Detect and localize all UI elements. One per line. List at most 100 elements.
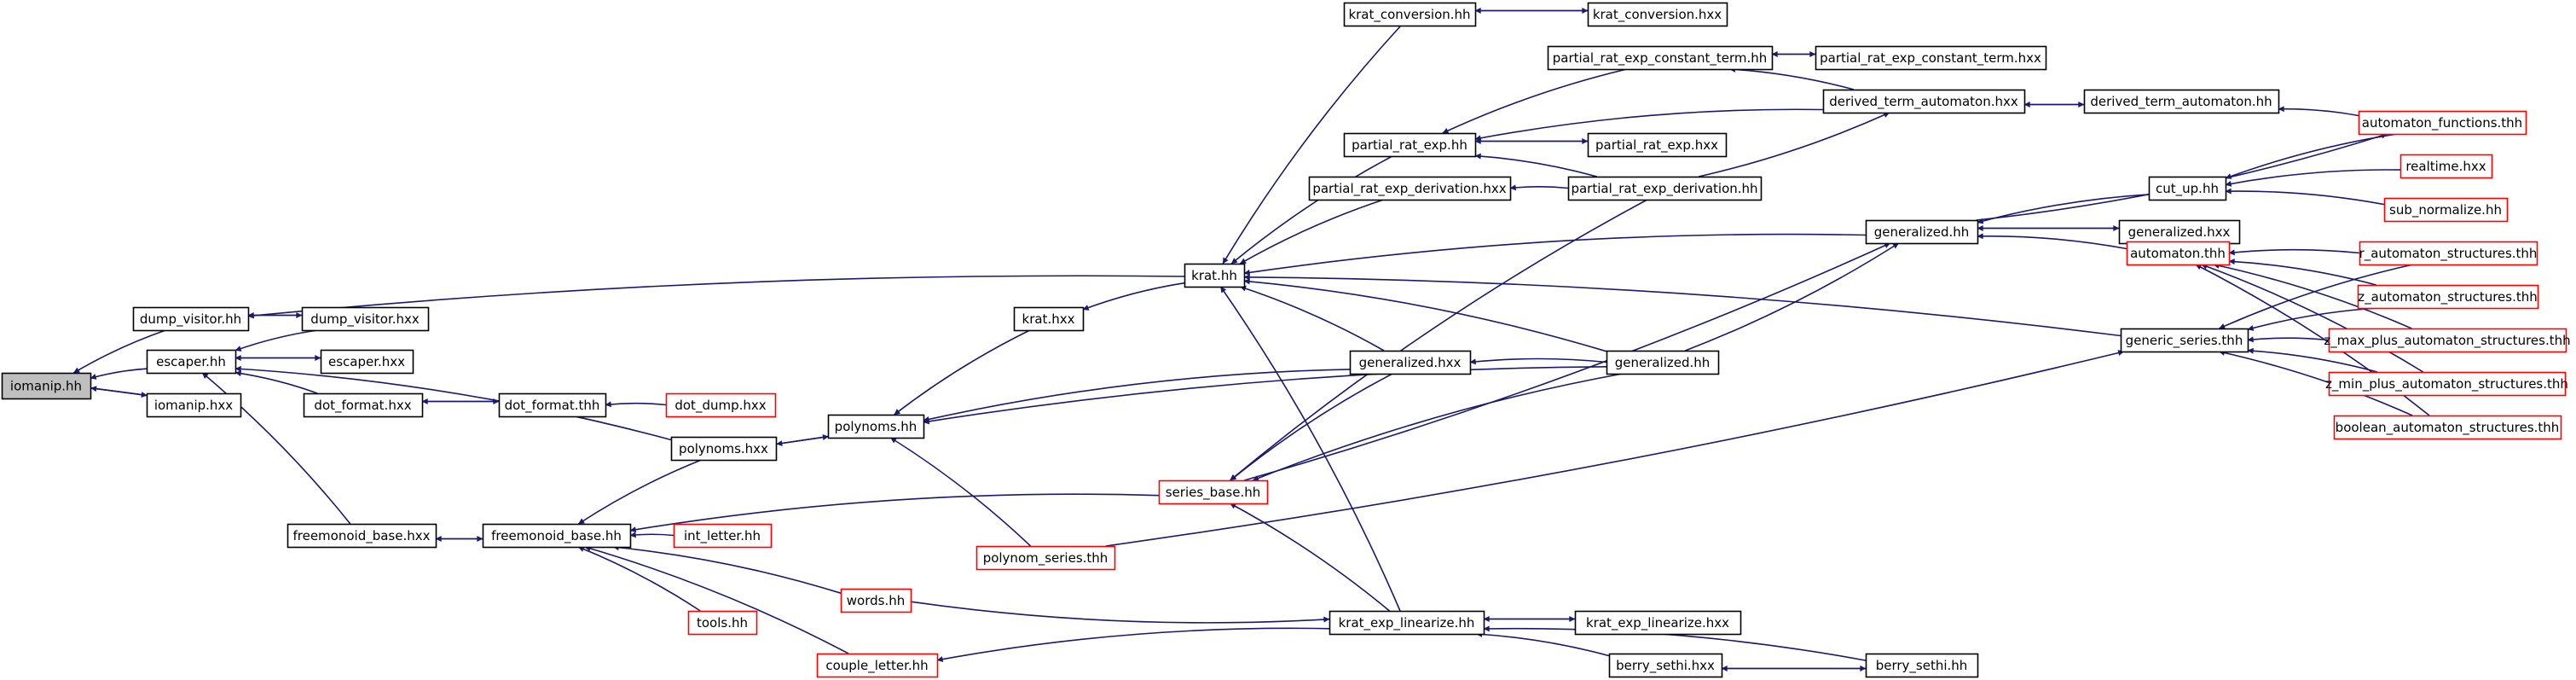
node-dot-format-thh[interactable]: dot_format.thh [498, 392, 607, 418]
edge-partial_rat_exp_derivation_hh-to-partial_rat_exp_derivation_hxx [1509, 184, 1569, 191]
edge-series_base_hh-to-generalized_hh_top [1244, 242, 1891, 481]
node-escaper-hh[interactable]: escaper.hh [146, 349, 237, 375]
node-label: automaton.thh [2130, 246, 2226, 261]
node-automaton-functions-thh[interactable]: automaton_functions.thh [2358, 110, 2527, 136]
node-box [1158, 479, 1269, 505]
node-generalized-hxx[interactable]: generalized.hxx [1349, 350, 1472, 375]
node-z-max-plus-automaton-structures-thh[interactable]: z_max_plus_automaton_structures.thh [2324, 328, 2571, 353]
node-polynoms-hxx[interactable]: polynoms.hxx [670, 436, 778, 462]
node-boolean-automaton-structures-thh[interactable]: boolean_automaton_structures.thh [2333, 415, 2562, 440]
node-box [2120, 328, 2249, 353]
node-box [1, 372, 92, 400]
node-freemonoid-base-hxx[interactable]: freemonoid_base.hxx [287, 523, 437, 549]
edge-derived_term_automaton_hxx-to-partial_rat_exp_constant_term_hh [1729, 66, 1855, 90]
node-iomanip-hxx[interactable]: iomanip.hxx [146, 392, 242, 418]
edge-r_automaton_structures_thh-to-automaton_thh [2228, 248, 2360, 256]
node-box [2118, 219, 2241, 245]
node-r-automaton-structures-thh[interactable]: r_automaton_structures.thh [2359, 241, 2538, 266]
node-dot-dump-hxx[interactable]: dot_dump.hxx [665, 392, 777, 418]
edge-krat_exp_linearize_hh-to-krat_hh [1219, 286, 1401, 612]
node-freemonoid-base-hh[interactable]: freemonoid_base.hh [482, 523, 632, 549]
edge-generalized_hh-to-krat_hh [1243, 278, 1607, 352]
node-generalized-hh[interactable]: generalized.hh [1606, 350, 1720, 375]
node-label: partial_rat_exp.hxx [1595, 137, 1718, 154]
node-krat-exp-linearize-hxx[interactable]: krat_exp_linearize.hxx [1574, 610, 1742, 636]
node-label: iomanip.hxx [154, 398, 233, 413]
node-box [1329, 610, 1485, 636]
node-label: polynoms.hh [835, 419, 918, 434]
edge-automaton_thh-to-generalized_hh_top [1977, 233, 2127, 250]
node-dump-visitor-hxx[interactable]: dump_visitor.hxx [301, 306, 430, 332]
edge-krat_hh-to-dump_visitor_hh [247, 275, 1185, 319]
node-label: partial_rat_exp_constant_term.hh [1553, 50, 1768, 67]
node-words-hh[interactable]: words.hh [840, 588, 912, 613]
node-label: r_automaton_structures.thh [2359, 246, 2538, 262]
node-box [1865, 653, 1979, 678]
node-z-min-plus-automaton-structures-thh[interactable]: z_min_plus_automaton_structures.thh [2325, 371, 2568, 397]
node-partial-rat-exp-constant-term-hh[interactable]: partial_rat_exp_constant_term.hh [1547, 45, 1774, 71]
node-box [687, 610, 758, 636]
node-label: dump_visitor.hxx [310, 311, 420, 328]
node-label: words.hh [847, 593, 905, 608]
node-label: z_automaton_structures.thh [2358, 289, 2538, 305]
node-box [287, 523, 437, 549]
edge-dump_visitor_hh-to-iomanip_hh [72, 329, 166, 374]
node-berry-sethi-hxx[interactable]: berry_sethi.hxx [1608, 653, 1723, 678]
node-krat-hxx[interactable]: krat.hxx [1013, 306, 1085, 332]
node-label: derived_term_automaton.hh [2090, 94, 2272, 110]
node-label: polynoms.hxx [679, 441, 768, 456]
node-box [1608, 653, 1723, 678]
node-label: freemonoid_base.hxx [292, 528, 430, 544]
node-label: tools.hh [697, 615, 748, 631]
edge-freemonoid_base_hxx-to-escaper_hh [201, 372, 351, 525]
node-krat-conversion-hh[interactable]: krat_conversion.hh [1343, 2, 1477, 27]
edge-z_automaton_structures_thh-to-generic_series_thh [2247, 307, 2378, 331]
node-krat-conversion-hxx[interactable]: krat_conversion.hxx [1587, 2, 1728, 27]
edge-partial_rat_exp_constant_term_hh-to-partial_rat_exp_hh [1442, 68, 1627, 134]
node-box [2328, 371, 2567, 397]
node-couple-letter-hh[interactable]: couple_letter.hh [816, 653, 939, 678]
node-sub-normalize-hh[interactable]: sub_normalize.hh [2383, 197, 2509, 223]
node-int-letter-hh[interactable]: int_letter.hh [673, 523, 773, 549]
node-generalized-hxx-top[interactable]: generalized.hxx [2118, 219, 2241, 245]
node-iomanip-hh[interactable]: iomanip.hh [1, 372, 92, 400]
node-label: boolean_automaton_structures.thh [2336, 420, 2560, 436]
node-series-base-hh[interactable]: series_base.hh [1158, 479, 1269, 505]
node-dump-visitor-hh[interactable]: dump_visitor.hh [132, 306, 250, 332]
node-escaper-hxx[interactable]: escaper.hxx [320, 349, 414, 375]
node-z-automaton-structures-thh[interactable]: z_automaton_structures.thh [2357, 284, 2539, 310]
node-label: polynom_series.thh [983, 550, 1109, 567]
node-box [2148, 176, 2227, 201]
node-box [670, 436, 778, 462]
node-realtime-hxx[interactable]: realtime.hxx [2399, 154, 2493, 179]
edge-iomanip_hh-to-iomanip_hxx [90, 387, 148, 398]
node-berry-sethi-hh[interactable]: berry_sethi.hh [1865, 653, 1979, 678]
node-krat-hh[interactable]: krat.hh [1184, 263, 1246, 288]
edge-z_min_plus_automaton_structures_thh-to-automaton_thh [2201, 264, 2424, 373]
node-label: berry_sethi.hxx [1616, 658, 1715, 674]
node-automaton-thh[interactable]: automaton.thh [2126, 241, 2231, 266]
node-partial-rat-exp-constant-term-hxx[interactable]: partial_rat_exp_constant_term.hxx [1815, 45, 2047, 71]
node-derived-term-automaton-hh[interactable]: derived_term_automaton.hh [2083, 89, 2280, 114]
node-tools-hh[interactable]: tools.hh [687, 610, 758, 636]
edge-sub_normalize_hh-to-cut_up_hh [2225, 188, 2385, 206]
node-partial-rat-exp-derivation-hxx[interactable]: partial_rat_exp_derivation.hxx [1308, 176, 1512, 201]
node-generalized-hh-top[interactable]: generalized.hh [1865, 219, 1979, 245]
node-derived-term-automaton-hxx[interactable]: derived_term_automaton.hxx [1822, 89, 2026, 114]
node-partial-rat-exp-hxx[interactable]: partial_rat_exp.hxx [1587, 132, 1728, 158]
node-cut-up-hh[interactable]: cut_up.hh [2148, 176, 2227, 201]
node-dot-format-hxx[interactable]: dot_format.hxx [303, 392, 424, 418]
node-partial-rat-exp-hh[interactable]: partial_rat_exp.hh [1343, 132, 1477, 158]
node-label: krat_exp_linearize.hh [1339, 615, 1475, 631]
node-label: generic_series.thh [2126, 333, 2243, 349]
edge-dot_dump_hxx-to-dot_format_thh [605, 401, 667, 408]
node-box [482, 523, 632, 549]
node-krat-exp-linearize-hh[interactable]: krat_exp_linearize.hh [1329, 610, 1485, 636]
node-polynom-series-thh[interactable]: polynom_series.thh [975, 545, 1116, 571]
node-box [1547, 45, 1774, 71]
node-partial-rat-exp-derivation-hh[interactable]: partial_rat_exp_derivation.hh [1567, 176, 1763, 201]
node-polynoms-hh[interactable]: polynoms.hh [827, 414, 925, 439]
node-box [1343, 2, 1477, 27]
node-generic-series-thh[interactable]: generic_series.thh [2120, 328, 2249, 353]
